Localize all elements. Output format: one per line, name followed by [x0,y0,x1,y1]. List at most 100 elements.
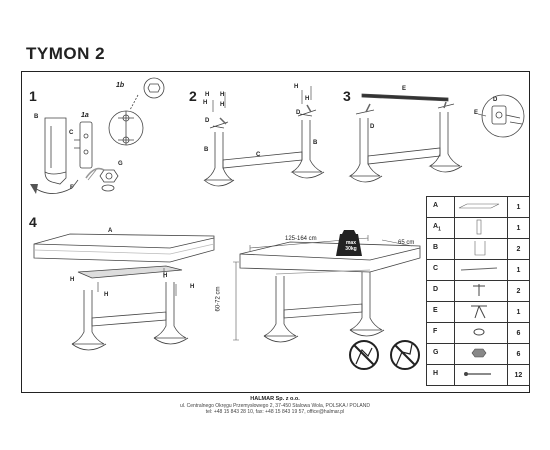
part-code: B [425,238,456,260]
dimension-lines [233,235,413,341]
part-thumbnail [454,280,508,302]
step2-label-h5: H [294,84,299,90]
part-code-letter: B [433,244,439,252]
part-quantity: 12 [506,364,531,386]
step4-label-h3: H [163,273,168,279]
step-number-3: 3 [343,88,351,104]
part-icon [455,328,503,341]
step2-label-h6: H [305,96,310,102]
part-quantity: 6 [506,343,531,365]
part-code: F [425,322,456,344]
weight-icon-text: max 30kg [343,240,359,252]
part-code: C [425,259,456,281]
step-number-2: 2 [189,88,197,104]
part-code: D [425,280,456,302]
part-quantity: 2 [506,280,531,302]
step1-bolt-detail [108,77,165,146]
step1-label-f: F [70,185,74,191]
parts-row: H 12 [425,364,531,386]
part-code: H [425,364,456,386]
step2-label-h1: H [205,92,210,98]
product-title: TYMON 2 [26,44,106,63]
step2-label-b1: B [204,147,209,153]
step3-label-e: E [402,86,407,92]
part-thumbnail [454,322,508,344]
part-quantity: 1 [506,301,531,323]
part-icon [455,372,503,381]
part-quantity: 6 [506,322,531,344]
step2-label-b2: B [313,140,318,146]
part-thumbnail [454,343,508,365]
step1-label-1b: 1b [116,82,125,89]
step1-label-b: B [34,114,39,120]
step4-label-h2: H [104,292,109,298]
part-thumbnail [454,364,508,386]
part-code: A1 [425,217,456,239]
warning-icons [349,340,420,370]
step4-label-h4: H [190,284,195,290]
step3-label-d: D [370,124,375,130]
step-number-1: 1 [29,88,37,104]
dimension-depth: 65 cm [398,240,415,246]
part-icon [455,219,503,238]
step1-nut-washer [85,167,119,192]
part-icon [455,241,503,259]
part-code: A [425,196,456,218]
part-icon [455,203,503,213]
part-thumbnail [454,238,508,260]
dimension-height: 60-72 cm [215,286,222,312]
part-quantity: 1 [506,259,531,281]
step4-label-h1: H [70,277,75,283]
part-code-letter: C [433,265,439,273]
step1-label-c: C [69,130,74,136]
step2-label-h4: H [220,102,225,108]
part-code: E [425,301,456,323]
step2-frame-drawing [203,86,325,187]
step1-label-1a: 1a [81,112,89,119]
step3-detail-circle [477,94,525,138]
part-code-letter: F [433,328,438,336]
weight-max-label: max [345,240,356,246]
footer-contact: tel: +48 15 843 28 10, fax: +48 15 843 1… [205,409,345,415]
weight-icon [336,230,362,256]
part-thumbnail [454,196,508,218]
dimension-length: 125-164 cm [285,236,317,242]
part-icon [455,284,503,301]
part-quantity: 1 [506,196,531,218]
step2-label-h2: H [220,92,225,98]
part-icon [455,348,503,362]
weight-max-value: 30kg [345,246,357,252]
step2-label-c: C [256,152,261,158]
part-thumbnail [454,259,508,281]
step4-tabletop-exploded [33,233,215,351]
part-icon [455,305,503,322]
step2-label-h3: H [203,100,208,106]
step-number-4: 4 [29,214,37,230]
step3-frame-drawing [348,93,463,183]
instruction-sheet-frame [21,71,530,393]
part-thumbnail [454,301,508,323]
part-quantity: 1 [506,217,531,239]
part-code-letter: E [433,307,438,315]
step4-finished-table [239,241,421,343]
step3-detail-label-d: D [493,97,498,103]
part-code-letter: A [433,223,439,231]
part-code-sub: 1 [438,226,441,233]
step2-label-d1: D [205,118,210,124]
step2-label-d2: D [296,110,301,116]
part-code-letter: G [433,349,439,357]
step3-detail-label-e: E [474,110,479,116]
part-quantity: 2 [506,238,531,260]
footer-address: ul. Centralnego Okręgu Przemysłowego 2, … [179,403,370,409]
part-code: G [425,343,456,365]
footer-company: HALMAR Sp. z o.o. [250,396,300,402]
